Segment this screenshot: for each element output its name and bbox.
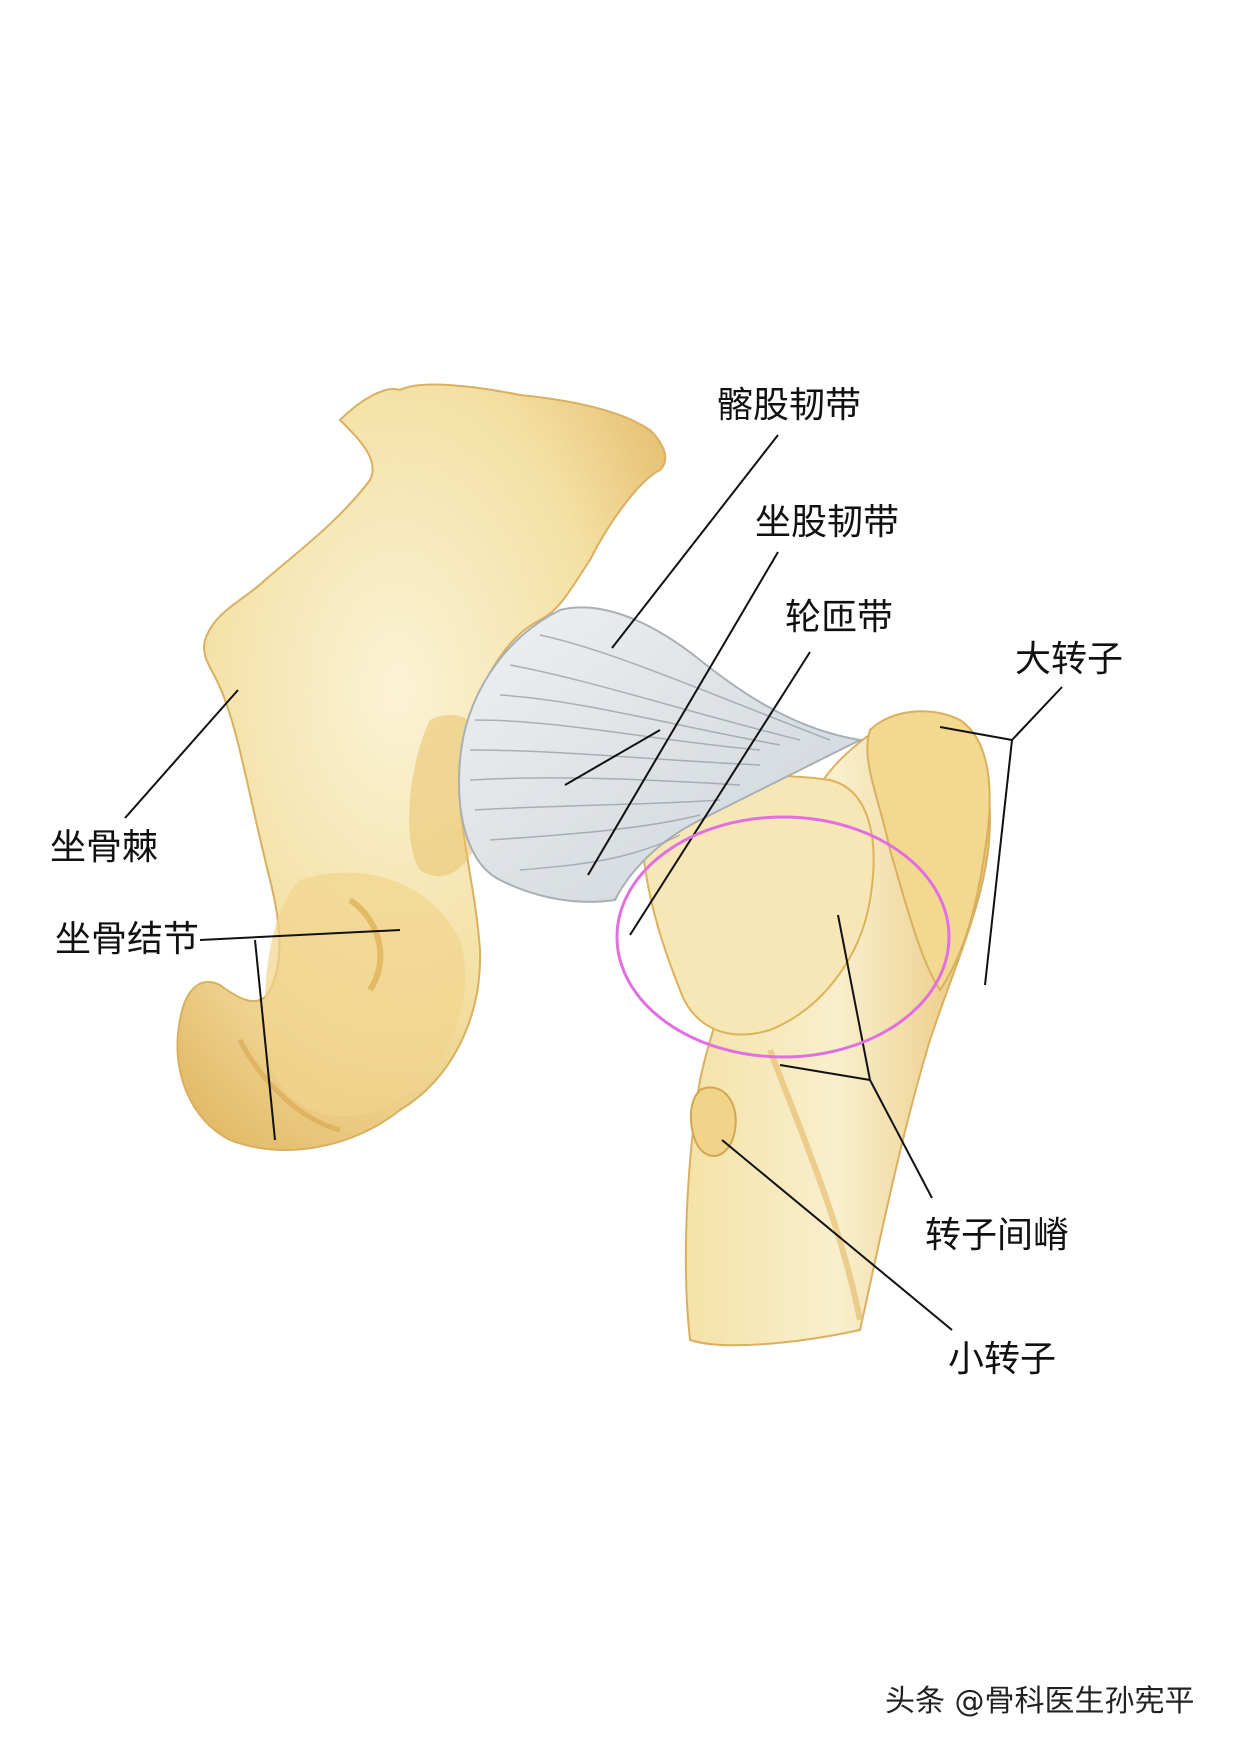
highlight-circle — [615, 815, 951, 1059]
label-iliofemoral-ligament: 髂股韧带 — [717, 385, 862, 426]
label-ischiofemoral-ligament: 坐股韧带 — [755, 502, 900, 543]
watermark: 头条 @骨科医生孙宪平 — [885, 1684, 1195, 1719]
lesser-trochanter-shape — [689, 1086, 737, 1157]
label-zona-orbicularis: 轮匝带 — [785, 597, 894, 638]
femoral-neck — [638, 775, 875, 1036]
label-intertrochanteric-crest: 转子间嵴 — [925, 1215, 1070, 1256]
label-ischial-tuberosity: 坐骨结节 — [55, 919, 200, 960]
label-greater-trochanter: 大转子 — [1015, 639, 1124, 680]
greater-trochanter-shape — [866, 710, 991, 992]
label-ischial-spine: 坐骨棘 — [50, 827, 159, 868]
ligament-fibers — [469, 634, 831, 871]
label-lesser-trochanter: 小转子 — [948, 1339, 1057, 1380]
leader-lines — [124, 434, 1063, 1331]
